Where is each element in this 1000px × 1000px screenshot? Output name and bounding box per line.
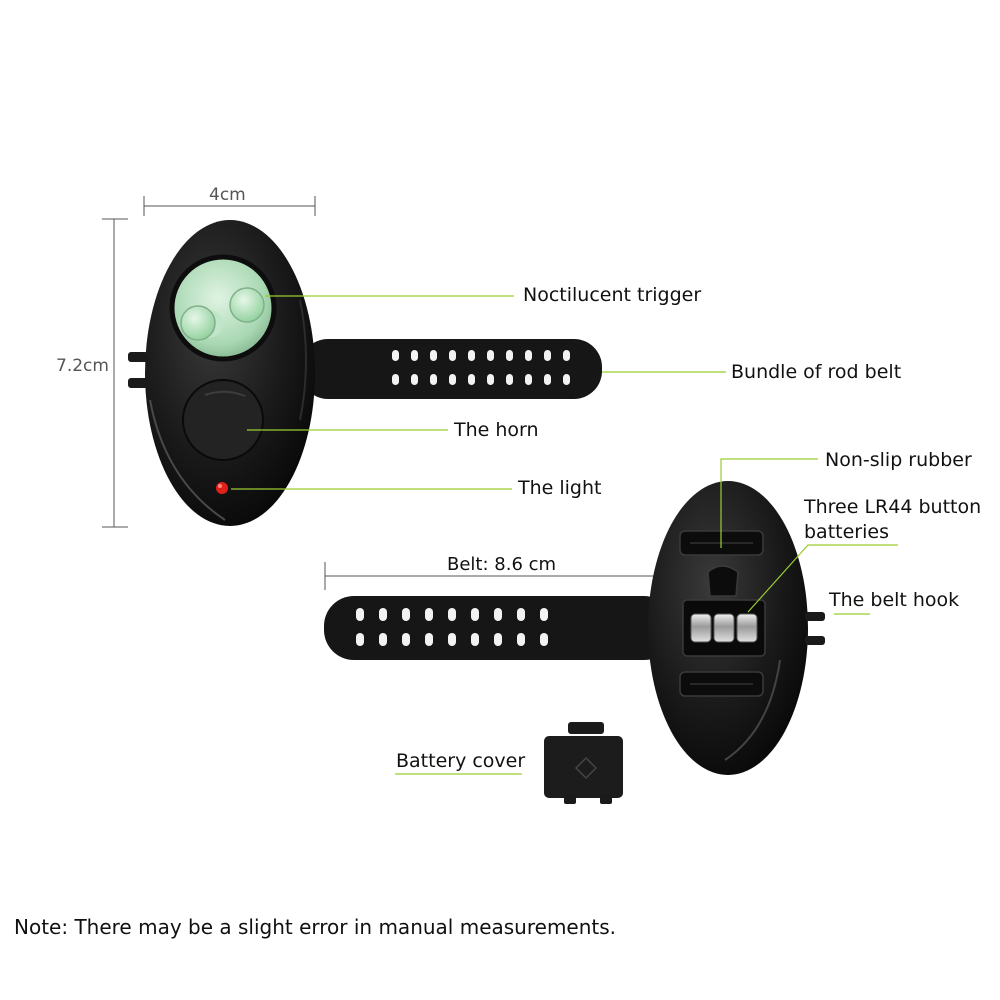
label-rod-belt: Bundle of rod belt	[731, 361, 902, 383]
belt-length-label: Belt: 8.6 cm	[447, 554, 557, 575]
belt-holes-top	[392, 350, 570, 361]
height-label: 7.2cm	[56, 356, 109, 376]
leader-batteries	[747, 544, 898, 613]
battery-cover-part	[544, 722, 623, 804]
width-dimension	[143, 196, 316, 216]
label-battery-cover: Battery cover	[396, 750, 526, 772]
label-belt-hook: The belt hook	[829, 589, 960, 611]
horn-speaker	[182, 379, 264, 461]
belt-dimension	[324, 562, 655, 590]
label-noctilucent-trigger: Noctilucent trigger	[523, 284, 702, 306]
belt-back-holes-bottom	[356, 633, 548, 646]
label-light: The light	[518, 477, 602, 499]
label-batteries-line2: batteries	[804, 521, 889, 543]
leader-lines	[231, 295, 898, 775]
height-dimension	[102, 218, 128, 528]
belt-holes-bottom	[392, 374, 570, 385]
label-batteries-line1: Three LR44 button	[804, 496, 982, 518]
belt-back	[324, 596, 674, 660]
width-label: 4cm	[209, 185, 246, 205]
trigger-buttons	[180, 287, 265, 341]
label-non-slip-rubber: Non-slip rubber	[825, 449, 972, 471]
leader-non-slip-rubber	[720, 458, 818, 548]
rod-belt	[300, 339, 602, 399]
label-horn: The horn	[454, 419, 539, 441]
measurement-note: Note: There may be a slight error in man…	[14, 915, 617, 939]
belt-back-holes-top	[356, 608, 548, 621]
lr44-batteries	[690, 613, 758, 643]
indicator-light	[216, 482, 228, 494]
alarm-back-view	[324, 481, 825, 775]
